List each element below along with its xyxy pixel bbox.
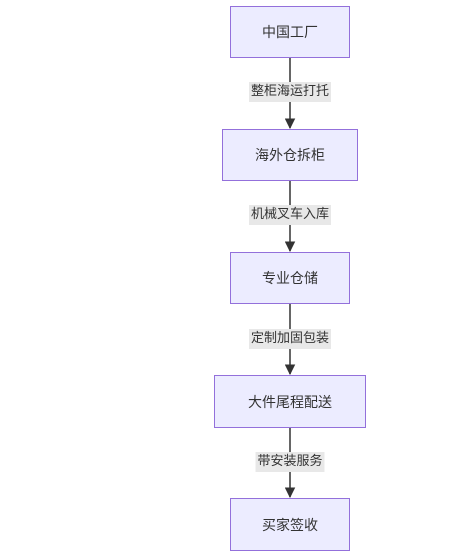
edge-label-storage-to-lastmile: 定制加固包装	[248, 329, 332, 349]
node-china-factory: 中国工厂	[230, 6, 350, 58]
node-label: 专业仓储	[262, 271, 318, 287]
node-label: 中国工厂	[262, 25, 318, 41]
node-label: 海外仓拆柜	[255, 148, 325, 164]
node-last-mile: 大件尾程配送	[214, 375, 366, 428]
node-label: 大件尾程配送	[248, 394, 332, 411]
node-label: 买家签收	[262, 517, 318, 534]
edge-label-unpack-to-storage: 机械叉车入库	[248, 205, 332, 225]
node-overseas-unpack: 海外仓拆柜	[222, 129, 358, 181]
node-storage: 专业仓储	[230, 252, 350, 304]
edge-label-factory-to-unpack: 整柜海运打托	[248, 82, 332, 102]
node-buyer-sign: 买家签收	[230, 498, 350, 551]
edge-label-lastmile-to-buyer: 带安装服务	[255, 452, 325, 472]
